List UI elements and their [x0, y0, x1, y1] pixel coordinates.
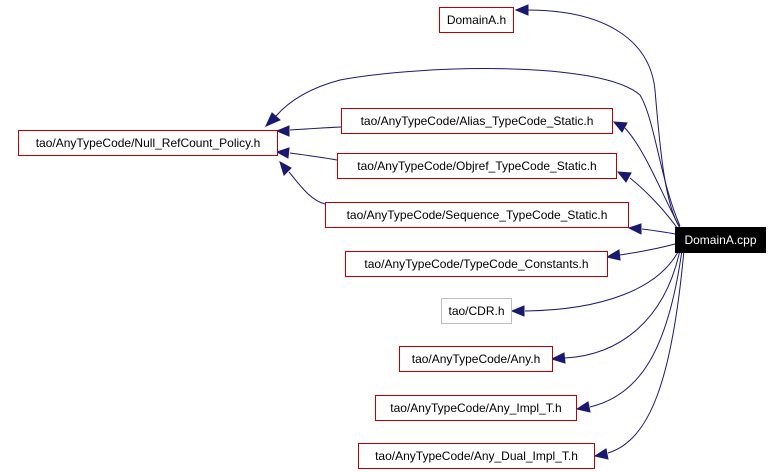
arrow-to-any-impl: [575, 401, 591, 413]
edge-alias-to-null-refcount-policy: [289, 126, 342, 131]
node-null-refcount-policy[interactable]: tao/AnyTypeCode/Null_RefCount_Policy.h: [18, 130, 278, 156]
node-any[interactable]: tao/AnyTypeCode/Any.h: [399, 346, 553, 372]
arrow-to-any-dual: [593, 448, 609, 460]
arrow-to-alias: [612, 121, 628, 133]
arrow-to-cdr: [510, 305, 525, 317]
node-typecode-constants[interactable]: tao/AnyTypeCode/TypeCode_Constants.h: [345, 251, 608, 277]
arrow-to-sequence: [627, 223, 642, 235]
node-any-impl-t[interactable]: tao/AnyTypeCode/Any_Impl_T.h: [375, 395, 577, 421]
node-domaina-h[interactable]: DomainA.h: [439, 7, 514, 33]
edge-objref-to-null-refcount-policy: [289, 152, 338, 161]
edge-domaina-cpp-to-cdr: [524, 247, 681, 312]
arrow-to-any: [550, 352, 566, 364]
node-any-dual-impl-t[interactable]: tao/AnyTypeCode/Any_Dual_Impl_T.h: [358, 443, 595, 469]
edge-domaina-cpp-to-null-refcount-policy: [275, 68, 681, 227]
edge-domaina-cpp-to-typecode-constants: [619, 243, 676, 256]
node-alias-typecode-static[interactable]: tao/AnyTypeCode/Alias_TypeCode_Static.h: [341, 108, 613, 134]
arrow-to-null-refcount-policy-top: [265, 112, 281, 127]
arrow-to-domaina-h: [514, 4, 529, 16]
edge-domaina-cpp-to-sequence: [641, 228, 676, 235]
node-sequence-typecode-static[interactable]: tao/AnyTypeCode/Sequence_TypeCode_Static…: [325, 202, 629, 228]
edge-domaina-cpp-to-domaina-h: [526, 9, 681, 229]
arrow-alias-to-null-refcount-policy: [275, 125, 290, 137]
edge-domaina-cpp-to-any-dual: [607, 249, 685, 454]
edge-domaina-cpp-to-any-impl: [589, 249, 683, 408]
edge-domaina-cpp-to-alias: [624, 127, 681, 229]
node-cdr[interactable]: tao/CDR.h: [441, 298, 512, 324]
arrow-to-objref: [616, 171, 632, 183]
node-objref-typecode-static[interactable]: tao/AnyTypeCode/Objref_TypeCode_Static.h: [337, 153, 617, 179]
edge-domaina-cpp-to-objref: [629, 177, 681, 233]
arrow-sequence-to-null-refcount-policy: [279, 160, 292, 176]
arrow-to-typecode-constants: [605, 249, 621, 261]
edge-domaina-cpp-to-any: [564, 249, 681, 359]
node-domaina-cpp-root[interactable]: DomainA.cpp: [675, 227, 766, 253]
arrow-objref-to-null-refcount-policy: [275, 147, 290, 159]
edge-sequence-to-null-refcount-policy: [288, 171, 326, 205]
